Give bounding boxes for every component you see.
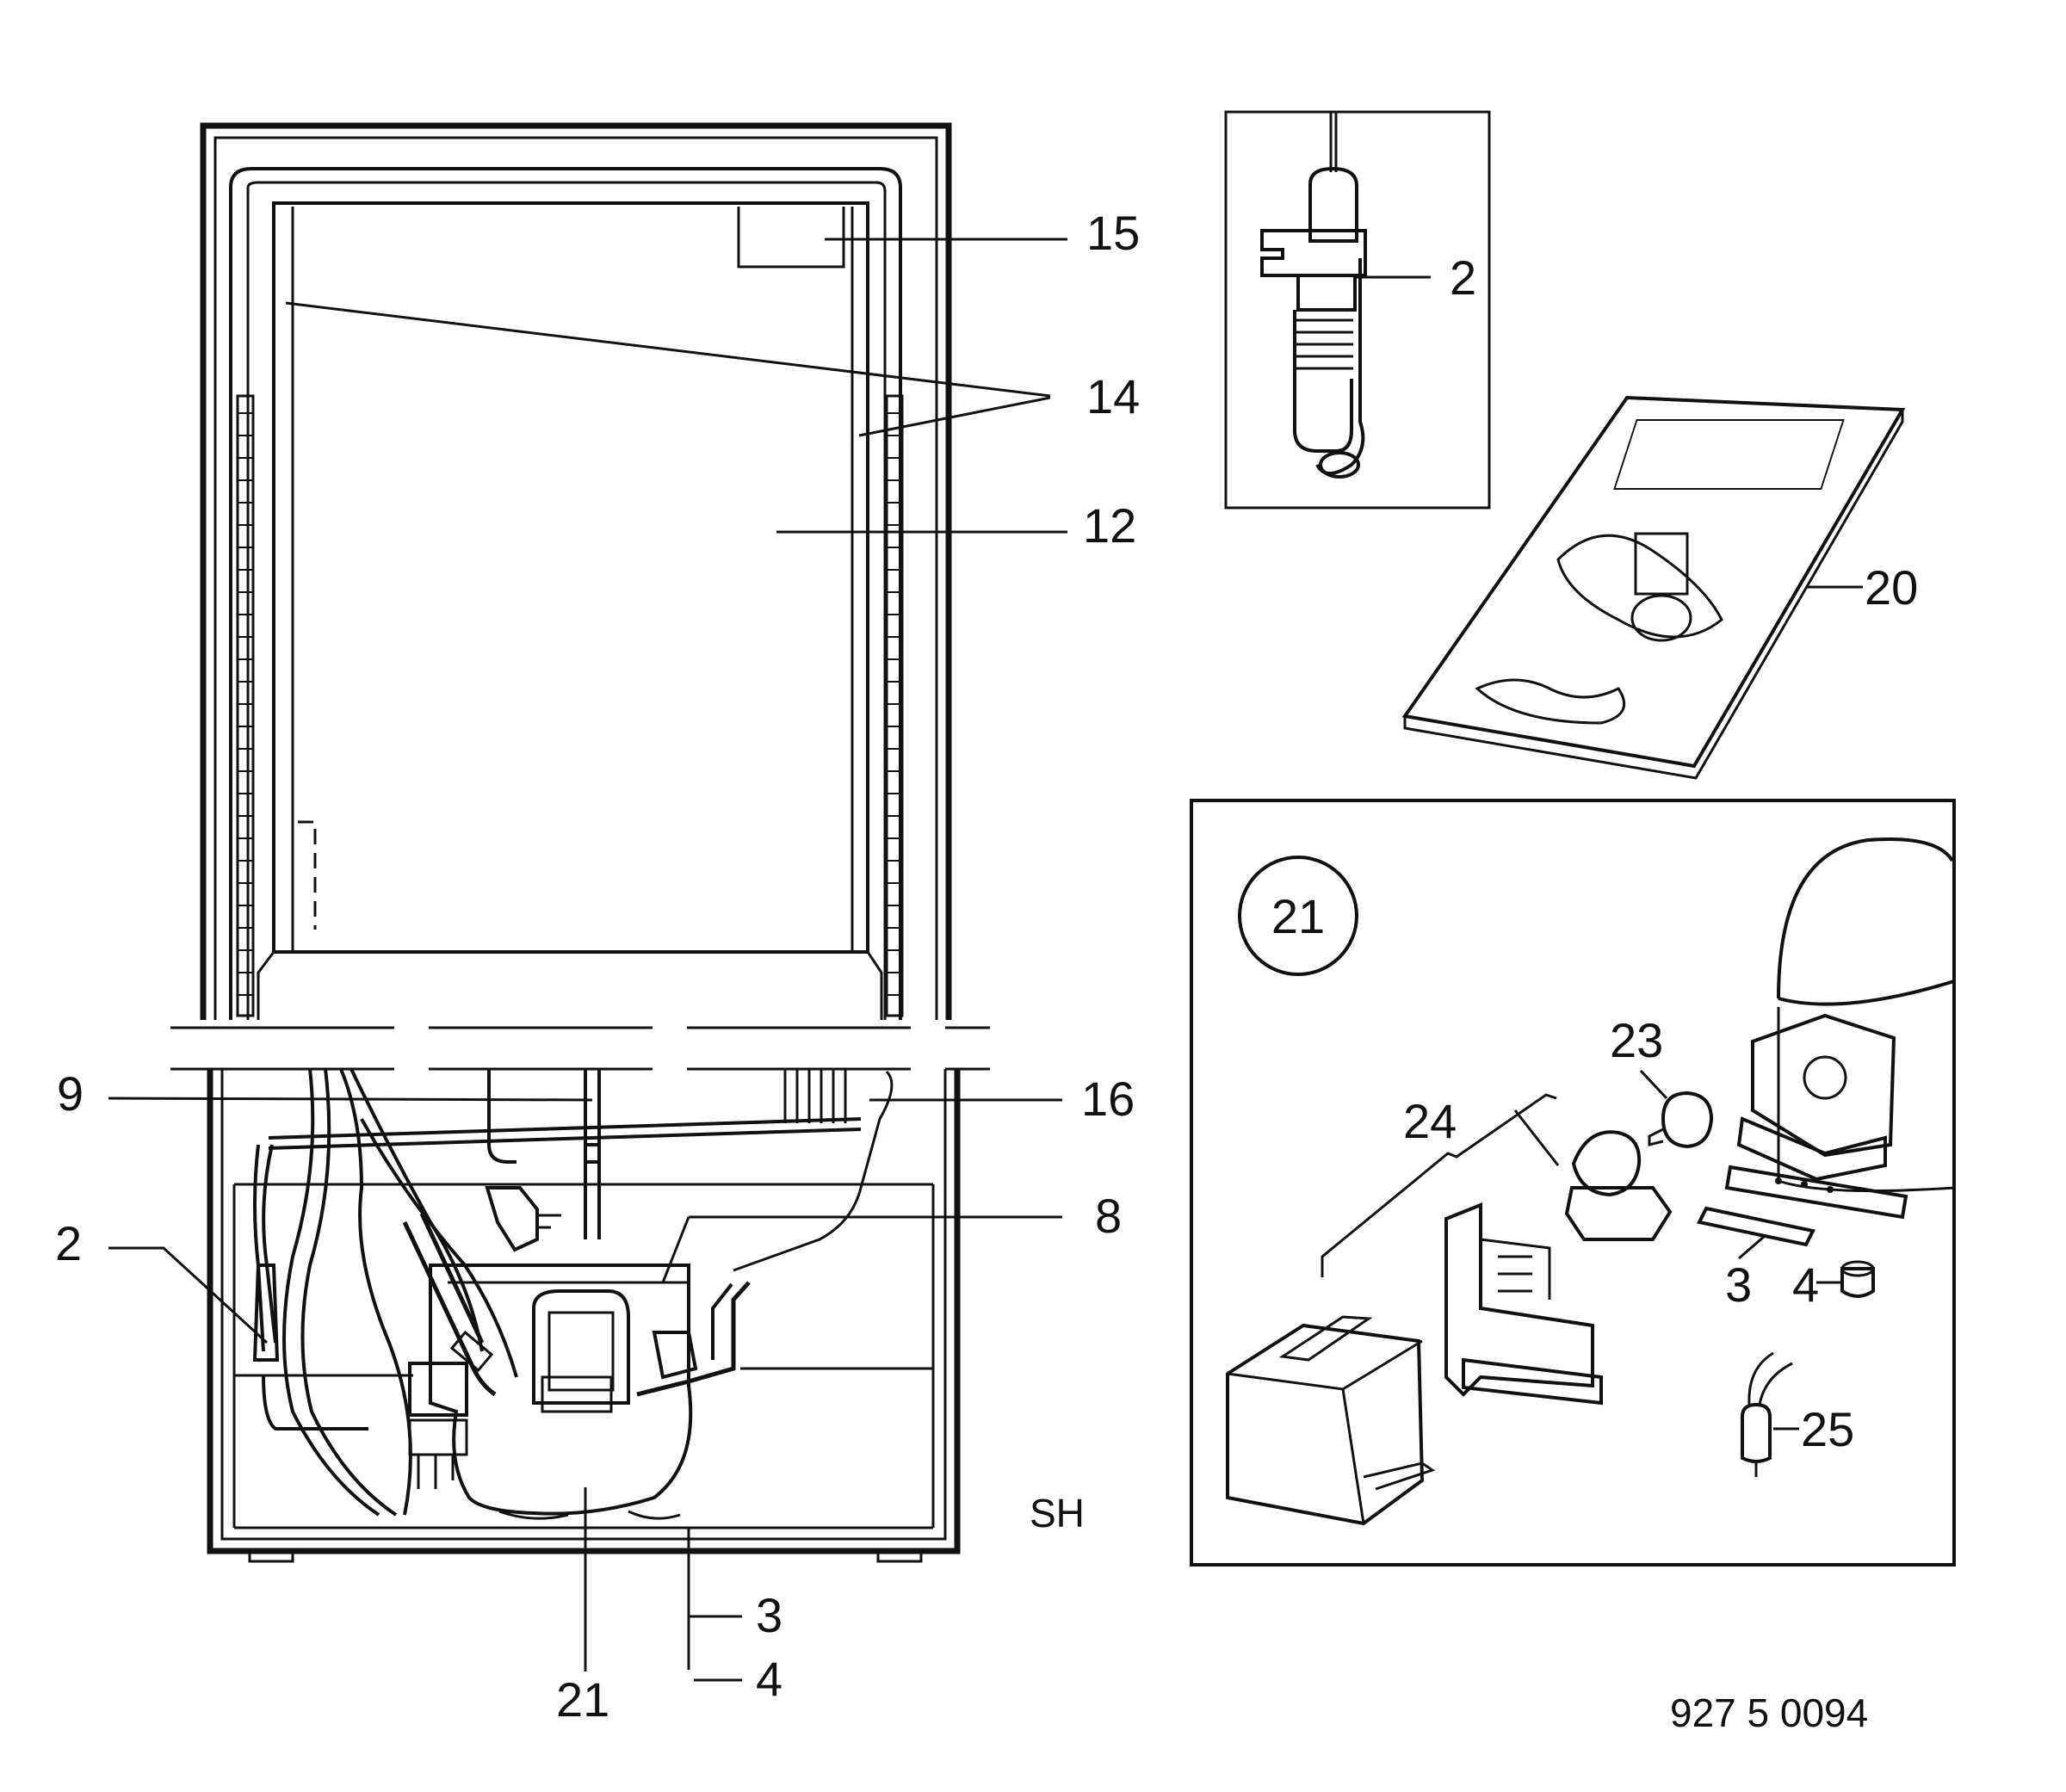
side-code: SH	[1030, 1491, 1085, 1536]
callout-3: 3	[756, 1588, 782, 1642]
callout-8: 8	[1095, 1189, 1122, 1243]
inset-callout-24: 24	[1403, 1094, 1457, 1148]
thermostat-inset: 2	[1224, 110, 1491, 510]
callout-16: 16	[1081, 1072, 1135, 1126]
drawing-reference-number: 927 5 0094	[1670, 1690, 1868, 1735]
callout-2: 2	[55, 1216, 82, 1270]
callout-9: 9	[57, 1066, 84, 1121]
inset-callout-3: 3	[1725, 1257, 1752, 1312]
callout-14: 14	[1086, 369, 1140, 423]
main-callout-labels: 15 14 12 9 16 2 8 3 4 21 SH	[55, 206, 1140, 1727]
callout-4: 4	[756, 1652, 782, 1706]
callout-leaders	[108, 238, 1067, 1682]
callout-15: 15	[1086, 206, 1140, 260]
inset-callout-25: 25	[1801, 1402, 1854, 1456]
inset-callout-23: 23	[1610, 1013, 1663, 1067]
instruction-manual: 20	[1401, 395, 1918, 780]
callout-12: 12	[1083, 498, 1136, 553]
inset-callout-4: 4	[1792, 1257, 1819, 1312]
manual-callout-20: 20	[1865, 560, 1918, 615]
compressor-inset: 21	[1190, 799, 1956, 1566]
inset-circle-21: 21	[1271, 889, 1325, 943]
inset-callout-2: 2	[1450, 250, 1476, 305]
refrigerator-cabinet	[170, 122, 990, 1670]
compressor	[402, 1212, 751, 1516]
callout-21: 21	[556, 1672, 609, 1727]
